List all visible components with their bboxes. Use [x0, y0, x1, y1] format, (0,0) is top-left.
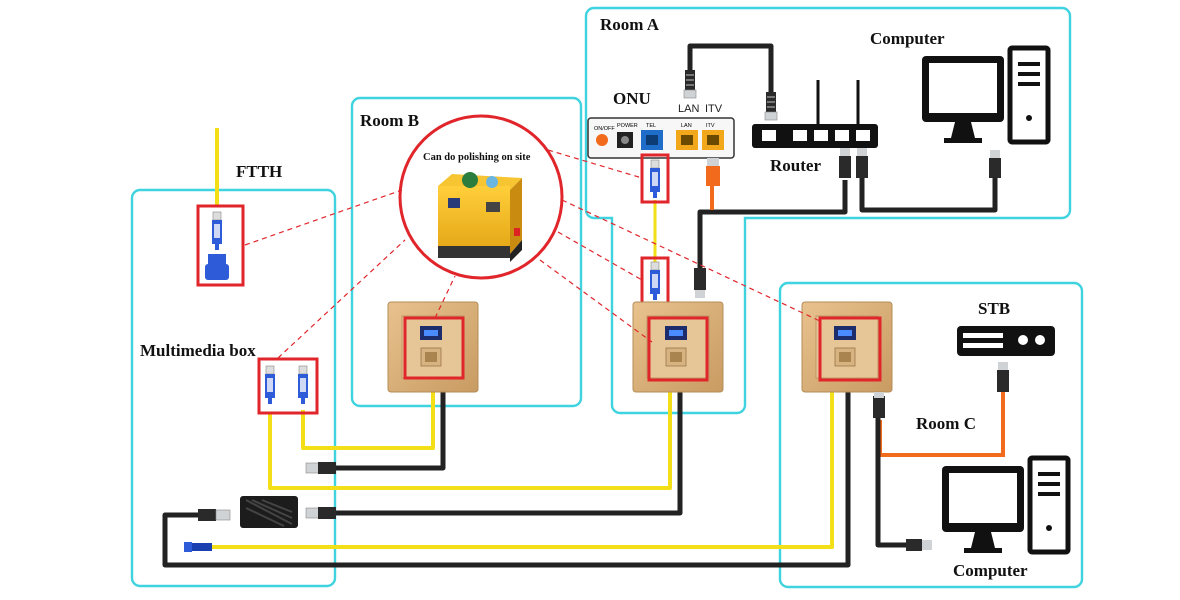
- computer-a-icon: [922, 48, 1048, 143]
- router-label: Router: [770, 156, 821, 175]
- stb-icon: [957, 326, 1055, 356]
- fiber-connector-wall-icon: [649, 261, 661, 301]
- router-port-plugs-icon: [839, 148, 868, 178]
- fiber-connector-onu-icon: [649, 159, 661, 199]
- multimedia-box-highlight: [257, 357, 319, 415]
- onu-lan-plug-icon: [683, 69, 697, 99]
- computer-c-icon: [942, 458, 1068, 553]
- room-c-wall-plug-icon: [873, 392, 885, 418]
- faceplate-room-a-highlight: [647, 316, 709, 382]
- room-a-label: Room A: [600, 15, 660, 34]
- router-icon: [752, 80, 878, 148]
- fiber-connector-small-icon: [184, 542, 212, 552]
- polishing-label: Can do polishing on site: [423, 152, 531, 163]
- room-c-border: [778, 281, 1084, 589]
- ethernet-router-to-computer: [859, 178, 998, 213]
- computer-a-plug-icon: [989, 150, 1001, 178]
- stb-plug-icon: [997, 362, 1009, 392]
- ethernet-room-c: [162, 392, 851, 568]
- onu-label: ONU: [613, 89, 651, 108]
- wall-ethernet-plug-icon: [694, 268, 706, 298]
- stb-label: STB: [978, 299, 1010, 318]
- fiber-to-room-c: [212, 392, 834, 549]
- room-left-border: [130, 188, 337, 588]
- onu-lan-text: LAN: [681, 123, 692, 129]
- onu-connector-highlight: [640, 153, 670, 204]
- computer-a-label: Computer: [870, 29, 945, 48]
- room-a-border: [584, 6, 1072, 415]
- ftth-highlight: [196, 204, 245, 287]
- onu-itv-text: ITV: [706, 123, 715, 129]
- multimedia-box-connectors-icon: [264, 365, 309, 405]
- multimedia-box-label: Multimedia box: [140, 341, 256, 360]
- ethernet-to-computer-c: [875, 418, 910, 548]
- faceplate-room-b-highlight: [403, 316, 465, 380]
- ethernet-room-a: [318, 392, 683, 516]
- faceplate-room-c-highlight: [818, 316, 882, 382]
- onu-itv-plug-icon: [706, 158, 720, 186]
- ethernet-room-b: [318, 392, 446, 471]
- ethernet-onu-to-router: [687, 43, 774, 96]
- onu-tel-text: TEL: [646, 123, 656, 129]
- fiber-to-room-a: [268, 392, 672, 490]
- room-b-border: [350, 96, 583, 408]
- ftth-connector-icon: [205, 211, 229, 280]
- ethernet-wall-to-router: [697, 180, 848, 270]
- router-uplink-plug-icon: [764, 91, 778, 121]
- onu-power-button: [596, 134, 608, 146]
- room-b-label: Room B: [360, 111, 419, 130]
- onu-lan-caption: LAN: [678, 103, 699, 115]
- onu-onoff-text: ON/OFF: [594, 126, 615, 132]
- splitter-icon: [240, 496, 298, 528]
- fiber-to-room-b: [301, 392, 435, 450]
- room-c-label: Room C: [916, 414, 976, 433]
- ftth-label: FTTH: [236, 162, 282, 181]
- onu-power-text: POWER: [617, 123, 638, 129]
- ethernet-plug-icon: [198, 462, 336, 521]
- onu-icon: ON/OFF POWER TEL LAN ITV: [587, 117, 735, 159]
- callout-lines: [244, 149, 823, 359]
- polishing-machine-icon: [438, 172, 522, 262]
- computer-c-plug-icon: [906, 539, 932, 551]
- computer-c-label: Computer: [953, 561, 1028, 580]
- onu-itv-caption: ITV: [705, 103, 723, 115]
